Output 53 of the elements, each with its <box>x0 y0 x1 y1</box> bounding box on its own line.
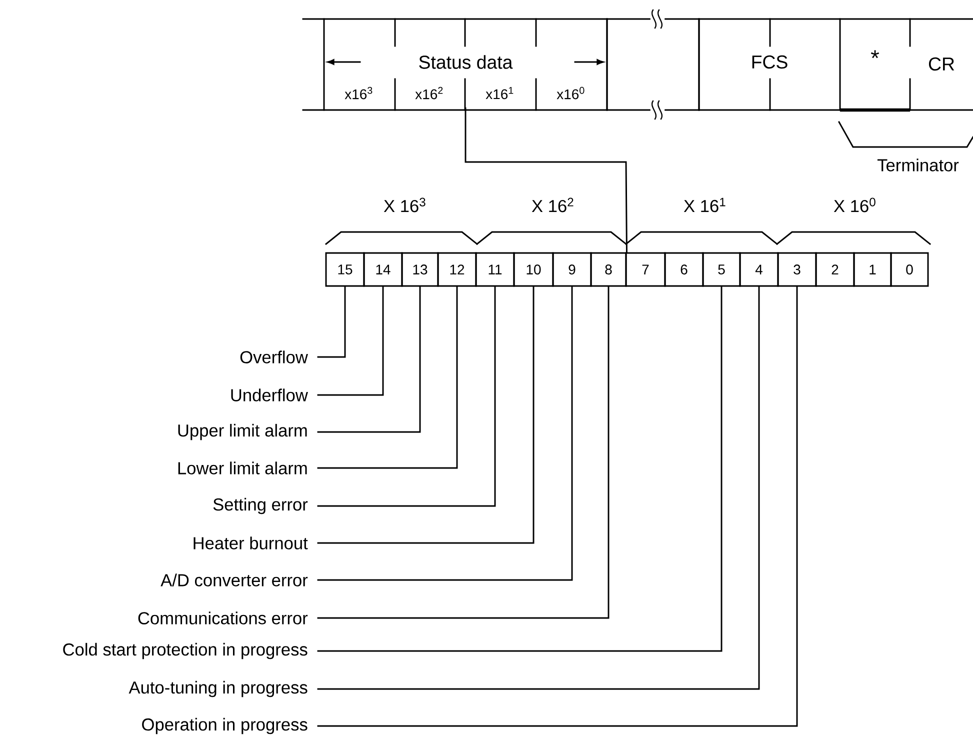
bit-cell: 0 <box>890 252 929 287</box>
place-value-label: x16$^{0}$ <box>556 86 584 100</box>
leader-line <box>317 286 798 727</box>
place-value-label: x16$^{2}$ <box>415 86 443 100</box>
group-label: X 16$^{0}$ <box>834 198 876 212</box>
bit-cell: 14 <box>363 252 403 287</box>
bit-cell: 9 <box>552 252 592 287</box>
fcs-field: FCS <box>752 18 788 111</box>
flag-label: Overflow <box>240 350 308 364</box>
flag-label: Heater burnout <box>194 536 308 550</box>
empty-field <box>606 18 700 111</box>
group-label: X 16$^{3}$ <box>384 198 426 212</box>
bit-cell: 7 <box>625 252 666 287</box>
bracket-label: Terminator <box>877 158 959 172</box>
bit-cell: 6 <box>664 252 704 287</box>
flag-label: Setting error <box>213 498 308 514</box>
leader-line <box>317 286 534 544</box>
place-value-label: x16$^{3}$ <box>344 86 372 100</box>
leader-line <box>317 286 496 507</box>
flag-label: Upper limit alarm <box>178 424 307 440</box>
bit-cell: 10 <box>513 252 554 287</box>
leader-line <box>317 286 722 652</box>
connector-line <box>464 107 628 253</box>
leader-line <box>317 286 458 469</box>
bit-cell: 4 <box>739 252 779 287</box>
flag-label: Operation in progress <box>142 718 308 734</box>
leader-line <box>317 286 573 581</box>
flag-label: Lower limit alarm <box>178 462 307 474</box>
leader-line <box>317 286 384 396</box>
bit-cell: 1 <box>853 252 892 287</box>
flag-label: Communications error <box>138 612 308 624</box>
group-label: X 16$^{2}$ <box>532 198 574 212</box>
leader-line <box>317 286 346 358</box>
flag-label: A/D converter error <box>160 574 308 586</box>
leader-line <box>317 286 610 619</box>
flag-label: Underflow <box>231 388 308 402</box>
leader-line <box>317 286 421 433</box>
bit-cell: 8 <box>590 252 627 287</box>
bit-cell: 2 <box>815 252 855 287</box>
bit-cell: 3 <box>777 252 817 287</box>
flag-label: Auto-tuning in progress <box>128 680 308 698</box>
flag-label: Cold start protection in progress <box>63 642 308 660</box>
bit-cell: 13 <box>401 252 439 287</box>
group-label: X 16$^{1}$ <box>684 198 726 212</box>
bit-cell: 5 <box>702 252 741 287</box>
node-label: Status data <box>419 55 513 69</box>
leader-line <box>317 286 760 690</box>
cr-field: CR <box>928 57 954 71</box>
bit-cell: 11 <box>475 252 515 287</box>
asterisk-field: * <box>839 18 911 112</box>
bit-cell: 12 <box>437 252 477 287</box>
bit-cell: 15 <box>325 252 365 287</box>
place-value-label: x16$^{1}$ <box>486 86 514 100</box>
